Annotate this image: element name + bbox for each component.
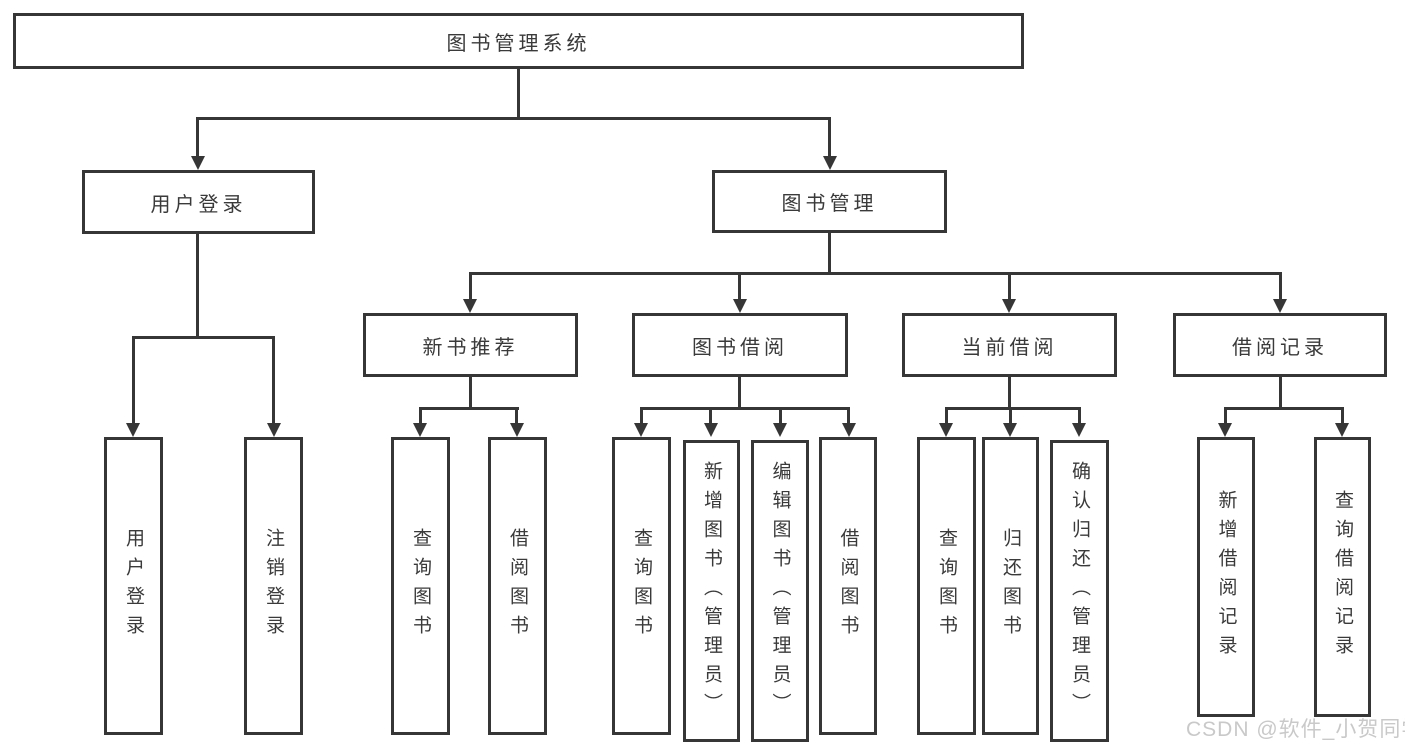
connector-line	[517, 69, 520, 117]
node-user-login: 用户登录	[82, 170, 315, 234]
connector-line	[469, 377, 472, 407]
node-label: 新书推荐	[422, 336, 519, 359]
arrowhead-down-icon	[842, 423, 856, 437]
node-label: 新增借阅记录	[1215, 490, 1237, 664]
arrowhead-down-icon	[773, 423, 787, 437]
node-query-books-current: 查询图书	[917, 437, 976, 735]
node-query-books-recommendation: 查询图书	[391, 437, 450, 735]
arrowhead-down-icon	[939, 423, 953, 437]
connector-line	[1341, 407, 1344, 424]
connector-line	[469, 272, 472, 301]
connector-line	[272, 336, 275, 424]
node-new-book-recommendation: 新书推荐	[363, 313, 578, 377]
node-label: 查询图书	[936, 528, 957, 644]
node-label: 归还图书	[1000, 528, 1021, 644]
arrowhead-down-icon	[1072, 423, 1086, 437]
node-return-book: 归还图书	[982, 437, 1039, 735]
node-label: 用户登录	[123, 528, 144, 644]
connector-line	[469, 272, 1282, 275]
node-label: 注销登录	[263, 528, 284, 644]
connector-line	[779, 407, 782, 424]
connector-line	[847, 407, 850, 424]
connector-line	[1009, 407, 1012, 424]
node-borrow-books-recommendation: 借阅图书	[488, 437, 547, 735]
connector-line	[738, 377, 741, 407]
connector-line	[640, 407, 643, 424]
arrowhead-down-icon	[126, 423, 140, 437]
node-borrowing-records: 借阅记录	[1173, 313, 1387, 377]
node-add-book-admin: 新增图书（管理员）	[683, 440, 740, 742]
node-borrow-books: 借阅图书	[819, 437, 877, 735]
node-label: 新增图书（管理员）	[701, 460, 722, 722]
connector-line	[1224, 407, 1344, 410]
node-label: 当前借阅	[961, 336, 1058, 359]
node-label: 确认归还（管理员）	[1069, 460, 1090, 722]
connector-line	[1279, 377, 1282, 407]
node-add-borrow-record: 新增借阅记录	[1197, 437, 1255, 717]
node-user-login-action: 用户登录	[104, 437, 163, 735]
node-confirm-return-admin: 确认归还（管理员）	[1050, 440, 1109, 742]
connector-line	[196, 234, 199, 336]
node-label: 图书管理	[781, 193, 878, 215]
node-label: 编辑图书（管理员）	[769, 460, 791, 722]
connector-line	[1279, 272, 1282, 301]
node-logout-action: 注销登录	[244, 437, 303, 735]
node-book-management: 图书管理	[712, 170, 947, 233]
connector-line	[197, 117, 831, 120]
arrowhead-down-icon	[1002, 299, 1016, 313]
connector-line	[196, 117, 199, 159]
node-label: 用户登录	[150, 193, 247, 216]
connector-line	[1224, 407, 1227, 424]
node-current-borrowing: 当前借阅	[902, 313, 1117, 377]
connector-line	[1008, 272, 1011, 301]
node-label: 图书管理系统	[446, 32, 591, 55]
connector-line	[709, 407, 712, 424]
connector-line	[132, 336, 275, 339]
arrowhead-down-icon	[463, 299, 477, 313]
arrowhead-down-icon	[191, 156, 205, 170]
arrowhead-down-icon	[704, 423, 718, 437]
node-label: 查询图书	[631, 528, 652, 644]
arrowhead-down-icon	[1003, 423, 1017, 437]
connector-line	[828, 117, 831, 159]
node-query-borrow-record: 查询借阅记录	[1314, 437, 1371, 717]
node-label: 借阅图书	[837, 528, 859, 644]
arrowhead-down-icon	[634, 423, 648, 437]
node-book-borrowing: 图书借阅	[632, 313, 848, 377]
connector-line	[945, 407, 948, 424]
node-edit-book-admin: 编辑图书（管理员）	[751, 440, 809, 742]
connector-line	[1078, 407, 1081, 424]
node-label: 查询图书	[410, 528, 431, 644]
arrowhead-down-icon	[733, 299, 747, 313]
connector-line	[132, 336, 135, 424]
connector-line	[1008, 377, 1011, 407]
arrowhead-down-icon	[510, 423, 524, 437]
connector-line	[828, 233, 831, 272]
csdn-watermark: CSDN @软件_小贺同学	[1186, 718, 1405, 741]
connector-line	[419, 407, 422, 424]
arrowhead-down-icon	[823, 156, 837, 170]
node-query-books-borrowing: 查询图书	[612, 437, 671, 735]
node-label: 图书借阅	[692, 336, 788, 359]
arrowhead-down-icon	[413, 423, 427, 437]
arrowhead-down-icon	[1335, 423, 1349, 437]
arrowhead-down-icon	[267, 423, 281, 437]
connector-line	[738, 272, 741, 301]
connector-line	[640, 407, 850, 410]
arrowhead-down-icon	[1218, 423, 1232, 437]
arrowhead-down-icon	[1273, 299, 1287, 313]
node-library-management-system: 图书管理系统	[13, 13, 1024, 69]
connector-line	[515, 407, 518, 424]
connector-line	[419, 407, 519, 410]
node-label: 查询借阅记录	[1332, 490, 1353, 664]
node-label: 借阅记录	[1232, 336, 1328, 359]
node-label: 借阅图书	[507, 528, 528, 644]
connector-line	[945, 407, 1081, 410]
